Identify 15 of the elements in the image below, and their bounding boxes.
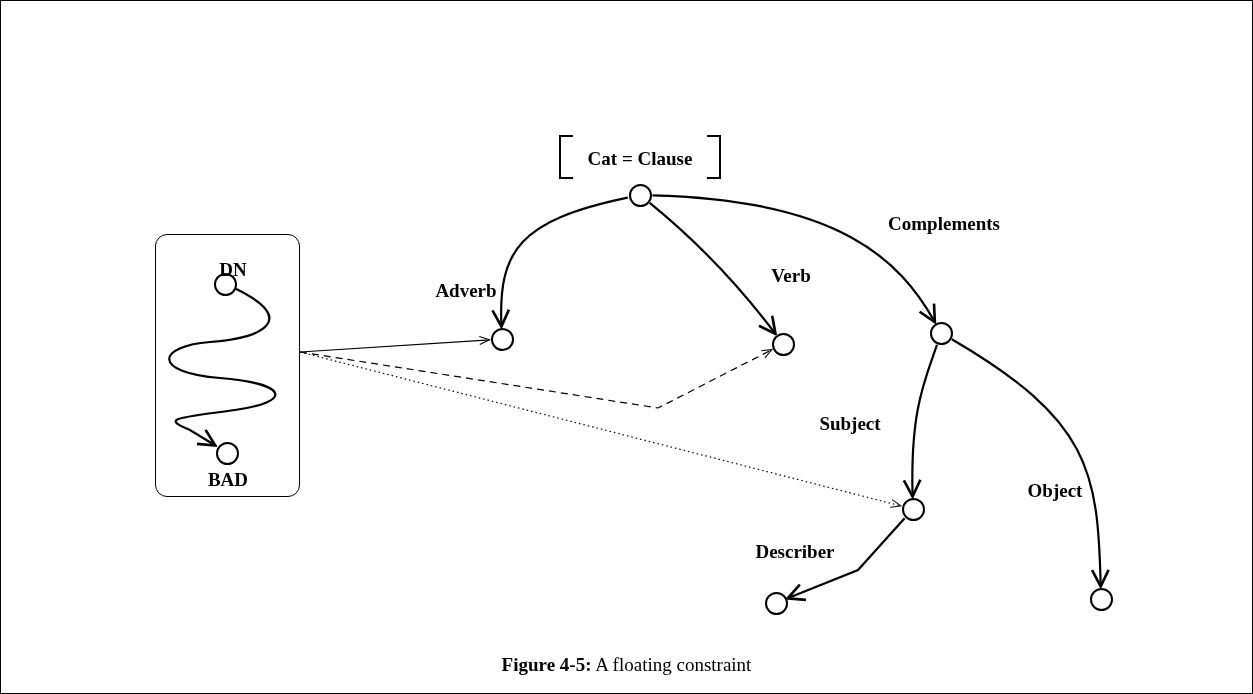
arrow (168, 287, 277, 447)
arrow (902, 344, 938, 498)
constraint-arrow (299, 349, 773, 409)
constraint-box (155, 234, 300, 497)
arrow (649, 202, 777, 336)
arrow (951, 338, 1110, 588)
arrow (299, 335, 491, 353)
feature-label: Cat = Clause (587, 148, 693, 168)
node-label: BAD (207, 469, 249, 489)
node-label: DN (219, 259, 247, 279)
constraint-arrow (299, 351, 902, 508)
figure-caption: Figure 4-5: A floating constraint (500, 654, 753, 676)
arrow (786, 517, 906, 602)
arrow (491, 196, 628, 328)
arrow (652, 194, 937, 324)
